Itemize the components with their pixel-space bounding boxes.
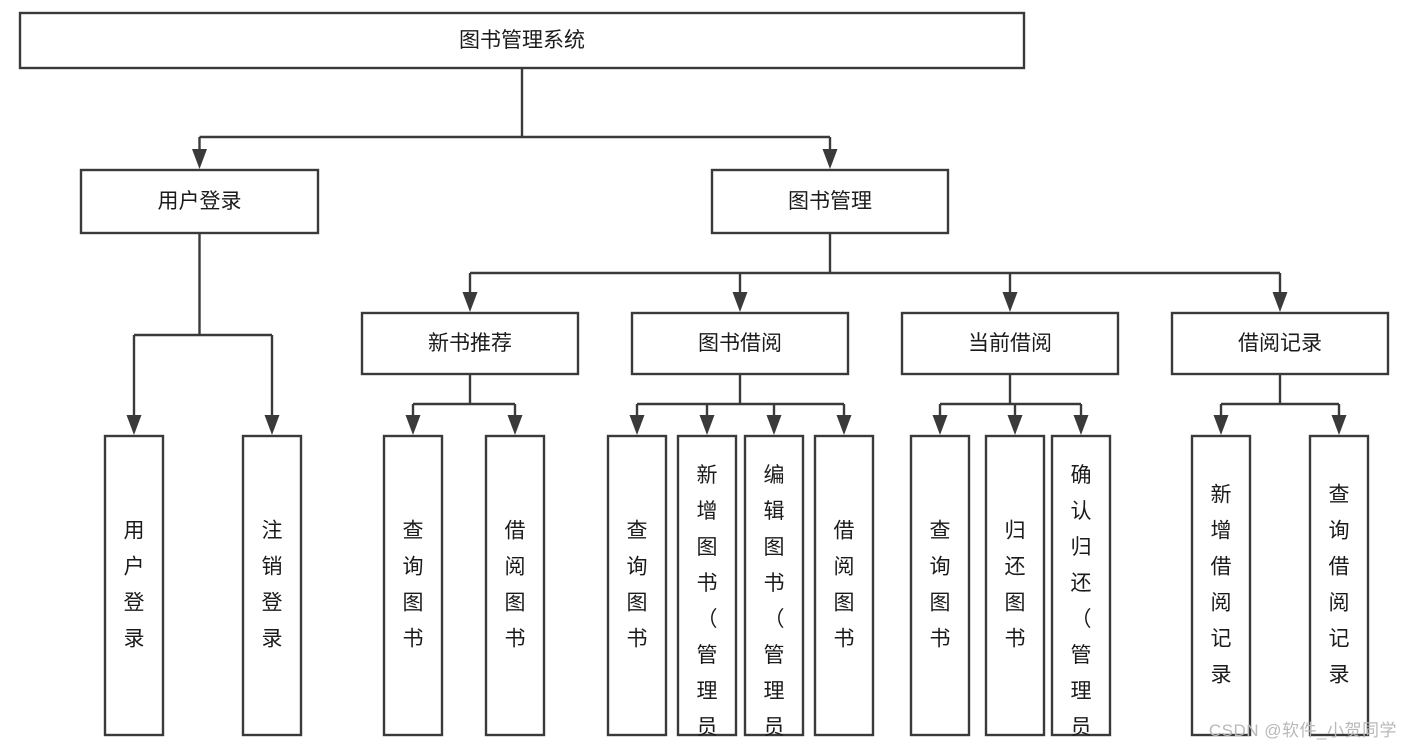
- node-label-new-book-rec: 新书推荐: [428, 332, 512, 355]
- connector-layer: [126, 68, 1347, 435]
- edge-group-new-book-rec: [405, 374, 523, 435]
- node-leaf-add-record[interactable]: 新增借阅记录: [1190, 434, 1252, 737]
- node-leaf-query-record[interactable]: 查询借阅记录: [1308, 434, 1370, 737]
- node-user-login[interactable]: 用户登录: [79, 168, 320, 235]
- node-leaf-user-logout[interactable]: 注销登录: [241, 434, 303, 737]
- arrow-head-leaf-add-book: [699, 415, 715, 435]
- arrow-head-leaf-user-logout: [264, 415, 280, 435]
- edge-group-book-borrow: [629, 374, 852, 435]
- node-box-leaf-borrow-book-bb: [813, 434, 875, 737]
- node-leaf-borrow-book-bb[interactable]: 借阅图书: [813, 434, 875, 737]
- arrow-head-leaf-query-record: [1331, 415, 1347, 435]
- node-leaf-edit-book[interactable]: 编辑图书（管理员）: [743, 434, 805, 747]
- node-box-leaf-edit-book: [743, 434, 805, 737]
- arrow-head-leaf-user-login: [126, 415, 142, 435]
- node-box-leaf-add-record: [1190, 434, 1252, 737]
- node-leaf-query-book-rec[interactable]: 查询图书: [382, 434, 444, 737]
- node-label-book-borrow: 图书借阅: [698, 332, 782, 355]
- arrow-head-leaf-return-book: [1007, 415, 1023, 435]
- edge-group-current-borrow: [932, 374, 1089, 435]
- node-leaf-borrow-book-rec[interactable]: 借阅图书: [484, 434, 546, 737]
- node-box-leaf-query-record: [1308, 434, 1370, 737]
- node-label-leaf-confirm-return: 确认归还（管理员）: [1071, 464, 1092, 747]
- node-leaf-confirm-return[interactable]: 确认归还（管理员）: [1050, 434, 1112, 747]
- node-label-leaf-add-book: 新增图书（管理员）: [697, 464, 718, 747]
- node-label-leaf-query-book-rec: 查询图书: [403, 519, 424, 650]
- node-box-leaf-add-book: [676, 434, 738, 737]
- arrow-head-new-book-rec: [462, 292, 478, 312]
- arrow-head-leaf-edit-book: [766, 415, 782, 435]
- node-box-book-borrow: [630, 311, 850, 376]
- node-book-manage[interactable]: 图书管理: [710, 168, 950, 235]
- node-label-leaf-query-book-cb: 查询图书: [930, 519, 951, 650]
- node-leaf-return-book[interactable]: 归还图书: [984, 434, 1046, 737]
- arrow-head-leaf-borrow-book-rec: [507, 415, 523, 435]
- arrow-head-leaf-query-book-cb: [932, 415, 948, 435]
- edge-group-borrow-record: [1213, 374, 1347, 435]
- edge-group-book-manage: [462, 233, 1288, 312]
- node-leaf-query-book-cb[interactable]: 查询图书: [909, 434, 971, 737]
- arrow-head-leaf-add-record: [1213, 415, 1229, 435]
- node-label-current-borrow: 当前借阅: [968, 332, 1052, 355]
- node-box-leaf-query-book-bb: [606, 434, 668, 737]
- arrow-head-user-login: [192, 149, 207, 169]
- node-box-leaf-query-book-rec: [382, 434, 444, 737]
- node-box-leaf-user-login: [103, 434, 165, 737]
- edge-group-root: [192, 68, 838, 169]
- node-label-leaf-query-book-bb: 查询图书: [627, 519, 648, 650]
- node-box-leaf-borrow-book-rec: [484, 434, 546, 737]
- arrow-head-leaf-query-book-bb: [629, 415, 645, 435]
- arrow-head-current-borrow: [1002, 292, 1018, 312]
- node-box-root: [18, 11, 1026, 70]
- node-label-leaf-borrow-book-rec: 借阅图书: [505, 519, 526, 650]
- arrow-head-book-manage: [822, 149, 838, 169]
- node-label-user-login: 用户登录: [158, 190, 242, 213]
- node-leaf-user-login[interactable]: 用户登录: [103, 434, 165, 737]
- node-label-leaf-user-logout: 注销登录: [262, 519, 283, 650]
- node-borrow-record[interactable]: 借阅记录: [1170, 311, 1390, 376]
- node-label-book-manage: 图书管理: [788, 190, 872, 213]
- node-label-leaf-add-record: 新增借阅记录: [1211, 483, 1232, 686]
- arrow-head-borrow-record: [1272, 292, 1288, 312]
- arrow-head-book-borrow: [732, 292, 748, 312]
- node-label-leaf-return-book: 归还图书: [1005, 519, 1026, 650]
- node-current-borrow[interactable]: 当前借阅: [900, 311, 1120, 376]
- node-new-book-rec[interactable]: 新书推荐: [360, 311, 580, 376]
- node-leaf-query-book-bb[interactable]: 查询图书: [606, 434, 668, 737]
- node-box-borrow-record: [1170, 311, 1390, 376]
- node-root[interactable]: 图书管理系统: [18, 11, 1026, 70]
- node-box-new-book-rec: [360, 311, 580, 376]
- node-book-borrow[interactable]: 图书借阅: [630, 311, 850, 376]
- node-label-borrow-record: 借阅记录: [1238, 332, 1322, 355]
- node-label-leaf-user-login: 用户登录: [124, 519, 145, 650]
- node-layer: 图书管理系统用户登录图书管理新书推荐图书借阅当前借阅借阅记录用户登录注销登录查询…: [18, 11, 1390, 747]
- node-box-current-borrow: [900, 311, 1120, 376]
- arrow-head-leaf-confirm-return: [1073, 415, 1089, 435]
- node-leaf-add-book[interactable]: 新增图书（管理员）: [676, 434, 738, 747]
- arrow-head-leaf-borrow-book-bb: [836, 415, 852, 435]
- node-box-leaf-confirm-return: [1050, 434, 1112, 737]
- node-label-root: 图书管理系统: [459, 29, 585, 52]
- arrow-head-leaf-query-book-rec: [405, 415, 421, 435]
- edge-group-user-login: [126, 233, 280, 435]
- node-box-leaf-return-book: [984, 434, 1046, 737]
- node-label-leaf-edit-book: 编辑图书（管理员）: [764, 464, 785, 747]
- node-box-user-login: [79, 168, 320, 235]
- node-label-leaf-borrow-book-bb: 借阅图书: [834, 519, 855, 650]
- node-box-leaf-user-logout: [241, 434, 303, 737]
- node-box-book-manage: [710, 168, 950, 235]
- node-label-leaf-query-record: 查询借阅记录: [1329, 483, 1350, 686]
- node-box-leaf-query-book-cb: [909, 434, 971, 737]
